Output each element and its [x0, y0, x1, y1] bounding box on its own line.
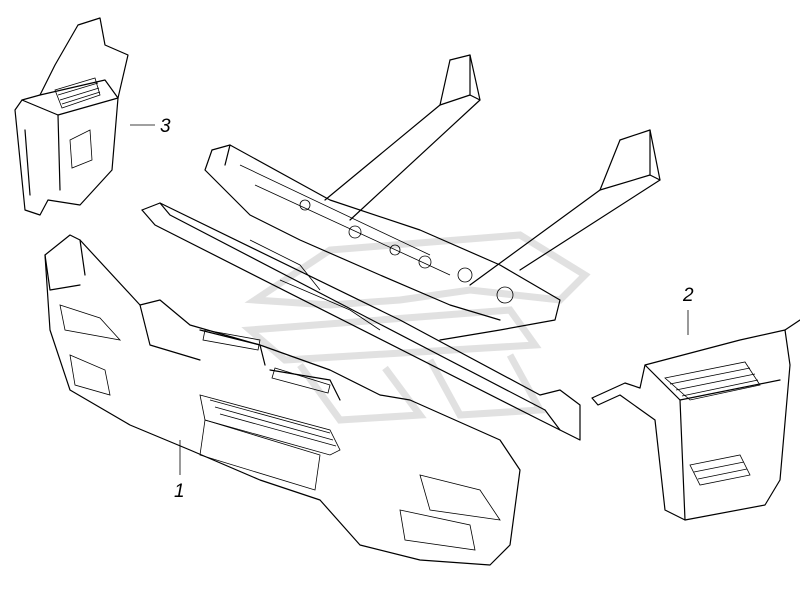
callout-2: 2	[683, 285, 694, 306]
frame-rails	[324, 54, 661, 286]
callout-1: 1	[174, 481, 185, 502]
right-step-bracket	[591, 319, 800, 521]
left-step-bracket	[14, 17, 129, 216]
callout-3: 3	[160, 116, 171, 137]
front-bumper	[44, 234, 521, 566]
leader-lines	[130, 124, 689, 475]
cross-member	[204, 144, 561, 341]
support-beam	[141, 202, 581, 441]
